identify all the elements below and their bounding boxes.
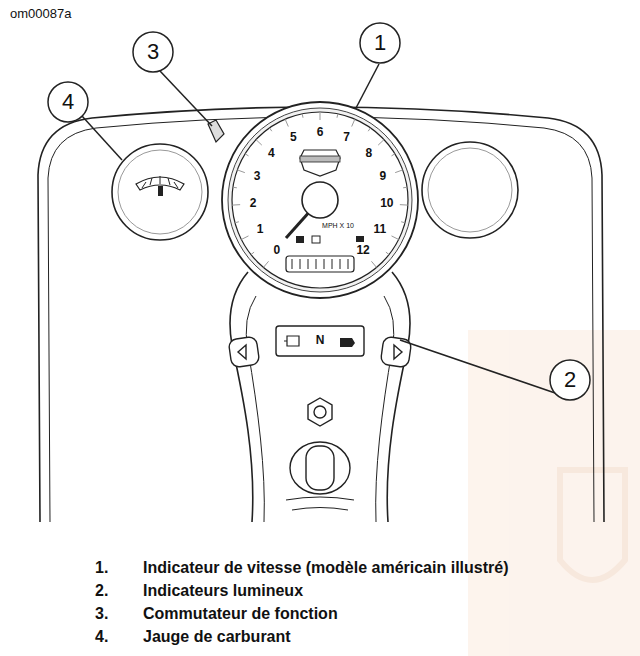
legend-text: Commutateur de fonction [143, 605, 338, 623]
legend-number: 4. [95, 628, 108, 646]
dial-number: 3 [254, 170, 261, 183]
legend-number: 2. [95, 582, 108, 600]
legend-number: 1. [95, 559, 108, 577]
neutral-indicator: N [316, 334, 325, 347]
odometer [286, 256, 354, 272]
dial-number: 6 [317, 126, 324, 139]
callout-number: 1 [374, 31, 386, 55]
callout-number: 4 [62, 90, 74, 114]
tank-console [38, 107, 604, 522]
dial-number: 0 [274, 245, 281, 258]
callout-number: 3 [147, 40, 159, 64]
legend-text: Jauge de carburant [143, 628, 291, 646]
blank-gauge [422, 142, 518, 238]
callouts [48, 23, 590, 400]
dial-number: 2 [250, 197, 257, 210]
indicator-panel [276, 326, 364, 356]
dial-number: 12 [356, 245, 369, 258]
dial-number: 10 [380, 197, 393, 210]
fuel-gauge [112, 144, 208, 240]
dial-number: 8 [365, 147, 372, 160]
logo-shield [300, 150, 340, 176]
dial-unit: MPH X 10 [322, 222, 354, 230]
ignition [290, 398, 350, 494]
dial-number: 7 [343, 132, 350, 145]
dial-number: 1 [257, 223, 264, 236]
watermark [468, 330, 640, 656]
legend-number: 3. [95, 605, 108, 623]
legend-text: Indicateurs lumineux [143, 582, 303, 600]
speedometer [222, 102, 418, 298]
dial-number: 9 [380, 170, 387, 183]
dial-number: 4 [268, 147, 275, 160]
dial-number: 11 [374, 223, 387, 236]
figure-code: om00087a [10, 7, 71, 21]
callout-number: 2 [564, 368, 576, 392]
dial-number: 5 [290, 132, 297, 145]
legend-text: Indicateur de vitesse (modèle américain … [143, 559, 508, 577]
